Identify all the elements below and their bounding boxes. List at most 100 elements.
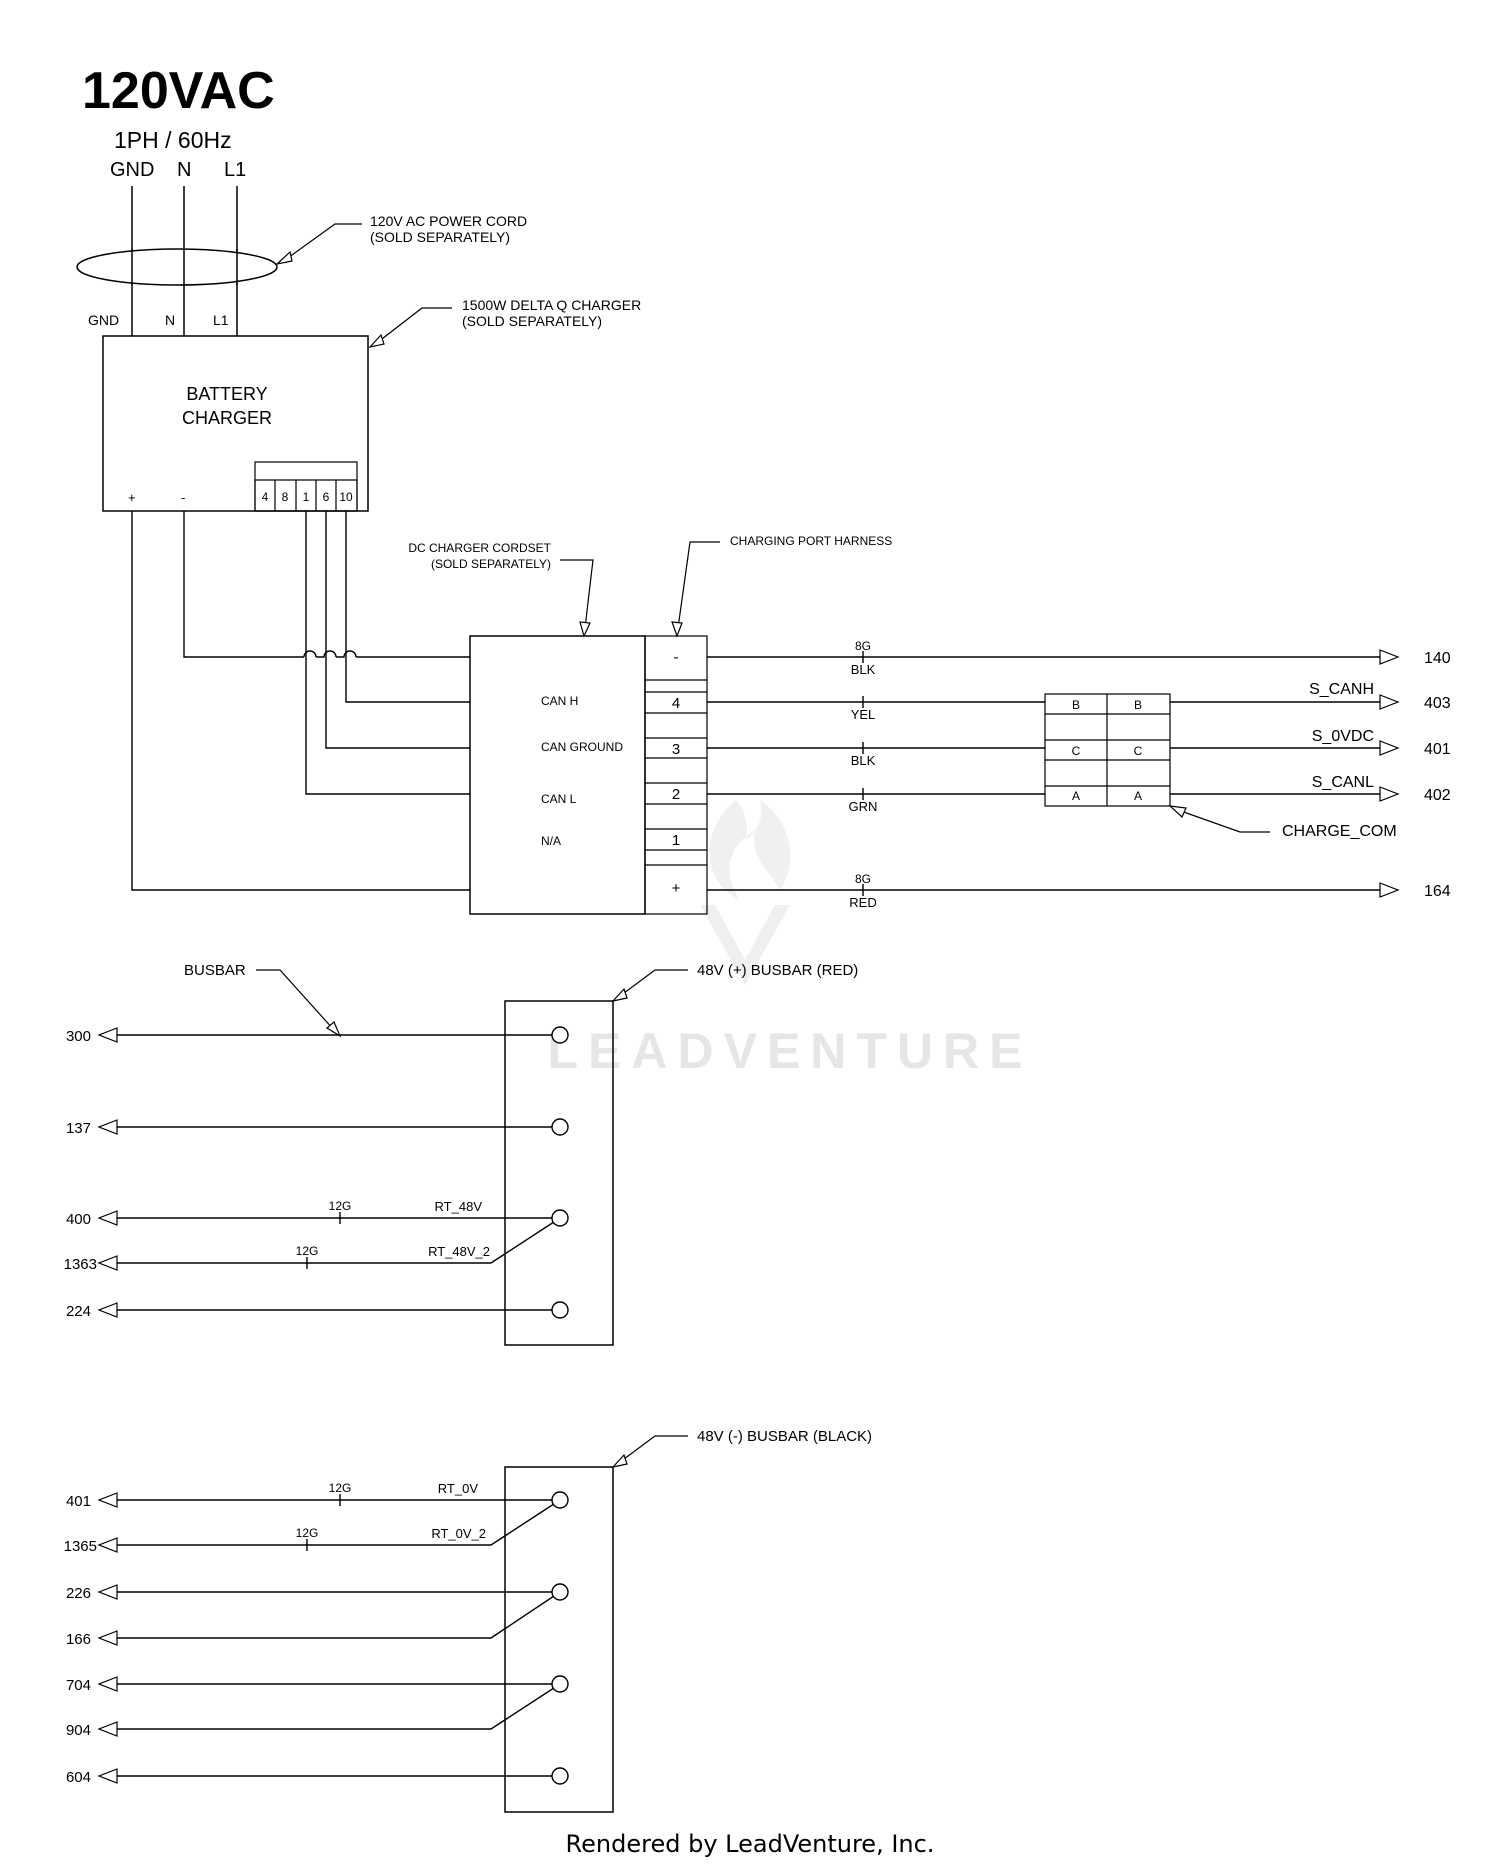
output-circuit: 401 [1424, 741, 1451, 758]
cordset-note-line1: DC CHARGER CORDSET [408, 541, 551, 555]
busbar-circuit: 401 [66, 1493, 91, 1510]
dc-charger-cordset-box [469, 635, 646, 915]
wire-name: RT_0V_2 [431, 1526, 486, 1541]
positive-busbar-wires [117, 1034, 561, 1311]
charger-note-line2: (SOLD SEPARATELY) [462, 313, 602, 329]
signal-name: S_0VDC [1312, 728, 1374, 745]
footer-credit: Rendered by LeadVenture, Inc. [566, 1830, 935, 1858]
busbar-circuit: 1363 [64, 1256, 97, 1273]
connector-pin: B [1072, 698, 1080, 712]
charger-leader [368, 307, 452, 348]
input-arrow-icon [97, 1492, 118, 1784]
signal-name: S_CANH [1309, 681, 1374, 698]
connector-pin: A [1072, 789, 1080, 803]
negative-busbar-leader [611, 1435, 688, 1468]
cord-leader [275, 223, 362, 266]
charging-port-pins [644, 635, 708, 915]
port-label-na: N/A [541, 834, 561, 848]
wire-gauge-label: 8G [855, 639, 871, 653]
output-circuit: 403 [1424, 695, 1451, 712]
charger-input-l1: L1 [213, 312, 229, 328]
charger-pin: 1 [303, 490, 310, 504]
positive-busbar [504, 1000, 614, 1346]
cordset-note-line2: (SOLD SEPARATELY) [431, 557, 551, 571]
connector-pin: A [1134, 789, 1142, 803]
charger-plus-terminal: + [128, 490, 136, 505]
busbar-circuit: 300 [66, 1028, 91, 1045]
watermark-text: LEADVENTURE [547, 1023, 1032, 1079]
output-wires [707, 651, 1380, 896]
cord-note-line1: 120V AC POWER CORD [370, 213, 527, 229]
port-pin-1: 1 [672, 832, 680, 849]
wire-gauge-label: 12G [296, 1526, 319, 1540]
busbar-label: BUSBAR [184, 962, 246, 979]
cordset-leader [560, 541, 720, 638]
battery-charger-box [102, 335, 369, 512]
wire-gauge-label: 12G [329, 1199, 352, 1213]
charger-pin: 6 [323, 490, 330, 504]
connector-pin: C [1072, 744, 1081, 758]
port-pin-minus: - [674, 649, 679, 666]
wire-color-label: GRN [849, 799, 878, 814]
wire-gauge-label: 8G [855, 872, 871, 886]
charger-note-line1: 1500W DELTA Q CHARGER [462, 297, 641, 313]
dc-wires [131, 511, 470, 891]
harness-note: CHARGING PORT HARNESS [730, 534, 892, 548]
phase-l1-label: L1 [224, 159, 246, 181]
port-pin-3: 3 [672, 741, 680, 758]
busbar-circuit: 604 [66, 1769, 91, 1786]
output-circuit: 140 [1424, 650, 1451, 667]
busbar-stud-icon [551, 1491, 569, 1785]
charger-pin: 10 [339, 490, 353, 504]
output-circuit: 402 [1424, 787, 1451, 804]
phase-gnd-label: GND [110, 159, 154, 181]
wire-name: RT_0V [438, 1481, 479, 1496]
wire-gauge-label: 12G [329, 1481, 352, 1495]
positive-busbar-title: 48V (+) BUSBAR (RED) [697, 962, 858, 979]
connector-pin: B [1134, 698, 1142, 712]
port-pin-plus: + [672, 880, 681, 897]
port-label-can-l: CAN L [541, 792, 577, 806]
busbar-circuit: 400 [66, 1211, 91, 1228]
port-pin-2: 2 [672, 786, 680, 803]
busbar-circuit: 1365 [64, 1538, 97, 1555]
wire-color-label: BLK [851, 753, 876, 768]
charger-pin: 4 [262, 490, 269, 504]
port-label-can-ground: CAN GROUND [541, 740, 623, 754]
busbar-leaders [256, 969, 688, 1038]
input-arrow-icon [97, 1027, 118, 1318]
charger-input-gnd: GND [88, 312, 119, 328]
charger-minus-terminal: - [181, 490, 185, 505]
ac-input-wires [76, 186, 278, 336]
charge-com-connector [1044, 693, 1171, 807]
wire-color-label: BLK [851, 662, 876, 677]
port-pin-4: 4 [672, 695, 680, 712]
connector-leader [1168, 805, 1270, 833]
watermark-logo-icon [700, 800, 791, 985]
charger-input-n: N [165, 312, 175, 328]
wire-color-label: YEL [851, 707, 876, 722]
connector-pin: C [1134, 744, 1143, 758]
negative-busbar-title: 48V (-) BUSBAR (BLACK) [697, 1428, 872, 1445]
charger-title-line1: BATTERY [186, 384, 267, 404]
busbar-circuit: 137 [66, 1120, 91, 1137]
signal-name: S_CANL [1312, 774, 1374, 791]
cord-note-line2: (SOLD SEPARATELY) [370, 229, 510, 245]
port-label-can-h: CAN H [541, 694, 578, 708]
phase-n-label: N [177, 159, 191, 181]
wire-name: RT_48V_2 [428, 1244, 490, 1259]
busbar-circuit: 704 [66, 1677, 91, 1694]
wire-gauge-label: 12G [296, 1244, 319, 1258]
power-title: 120VAC [82, 62, 275, 120]
wire-color-label: RED [849, 895, 876, 910]
power-subtitle: 1PH / 60Hz [114, 127, 232, 153]
negative-busbar-wires [117, 1494, 561, 1777]
connector-name: CHARGE_COM [1282, 823, 1397, 840]
wire-name: RT_48V [435, 1199, 483, 1214]
busbar-circuit: 904 [66, 1722, 91, 1739]
busbar-circuit: 224 [66, 1303, 91, 1320]
output-arrow-icon [1379, 649, 1400, 898]
output-circuit: 164 [1424, 883, 1451, 900]
busbar-circuit: 166 [66, 1631, 91, 1648]
